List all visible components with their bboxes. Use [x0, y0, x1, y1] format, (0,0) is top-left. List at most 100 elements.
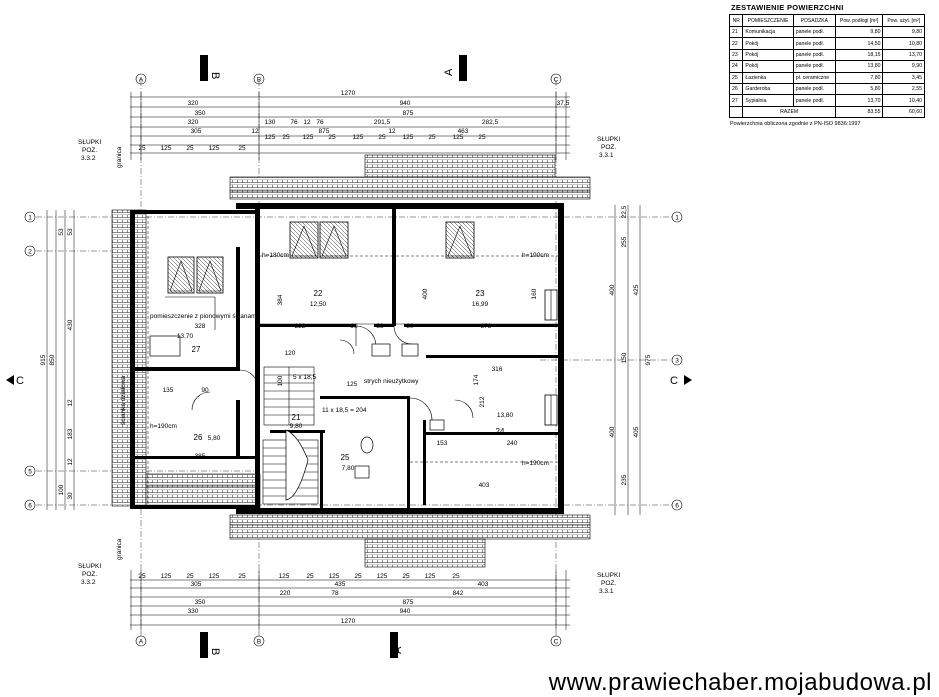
svg-text:316: 316	[492, 366, 503, 373]
kneewall-lines	[147, 216, 558, 505]
gable-window-2	[544, 394, 558, 426]
svg-text:125: 125	[403, 134, 414, 141]
svg-text:25: 25	[428, 134, 436, 141]
svg-text:pomieszczenie z pionowymi ścia: pomieszczenie z pionowymi ścianami	[150, 313, 258, 320]
svg-text:1: 1	[28, 215, 32, 222]
summary-header-row: NR POMIESZCZENIE POSADZKA Pow. podłogi […	[728, 14, 925, 27]
svg-text:POZ.: POZ.	[82, 571, 97, 578]
summary-note: Powierzchnia obliczona zgodnie z PN-ISO …	[730, 121, 861, 128]
summary-total-row: RAZEM 83,55 60,60	[728, 105, 925, 119]
skylight-3	[445, 221, 475, 259]
svg-text:27: 27	[192, 345, 201, 354]
header-room: POMIESZCZENIE	[742, 14, 794, 27]
svg-text:B: B	[257, 639, 261, 646]
svg-text:12: 12	[67, 399, 74, 407]
svg-text:3.3.2: 3.3.2	[81, 579, 96, 586]
svg-text:POZ.: POZ.	[601, 144, 616, 151]
cell-room: Łazienka	[742, 71, 794, 84]
section-marker-a-top: A	[443, 55, 467, 81]
cell-room: Garderoba	[742, 82, 794, 96]
svg-text:1: 1	[675, 215, 679, 222]
svg-text:153: 153	[437, 440, 448, 447]
svg-text:A: A	[139, 77, 144, 84]
section-markers: B A B A C C	[6, 55, 692, 658]
cell-area-floor: 13,80	[834, 60, 884, 73]
svg-text:12,50: 12,50	[310, 301, 327, 308]
svg-text:405: 405	[633, 426, 640, 437]
cell-floor: panele podł.	[792, 94, 836, 107]
table-row: 27 Sypialnia panele podł. 13,70 10,40	[728, 94, 925, 107]
header-nr: NR	[728, 14, 744, 27]
svg-text:SŁUPKI: SŁUPKI	[78, 563, 101, 570]
svg-text:25: 25	[238, 573, 246, 580]
svg-text:1270: 1270	[341, 90, 356, 97]
cell-nr: 24	[728, 60, 744, 73]
cell-area-usable: 13,70	[882, 48, 925, 62]
cell-room: Pokój	[742, 37, 794, 50]
svg-text:26: 26	[194, 433, 203, 442]
svg-text:875: 875	[319, 128, 330, 135]
axis-bubble-6-right: 6	[671, 499, 683, 511]
bottom-dimensions: 25 125 25 125 25 125 25 125 25 125 25 12…	[130, 570, 570, 630]
svg-text:125: 125	[209, 145, 220, 152]
svg-text:135: 135	[163, 387, 174, 394]
skylight-1	[289, 221, 319, 259]
cell-area-floor: 7,80	[834, 71, 884, 84]
cell-area-floor: 14,50	[834, 37, 884, 50]
svg-text:37,5: 37,5	[557, 100, 570, 107]
svg-text:940: 940	[400, 608, 411, 615]
svg-text:25: 25	[402, 573, 410, 580]
cell-nr: 25	[728, 71, 744, 84]
svg-text:150: 150	[621, 352, 628, 363]
svg-text:320: 320	[188, 100, 199, 107]
svg-text:25: 25	[186, 145, 194, 152]
section-marker-c-left: C	[6, 375, 24, 387]
svg-text:125: 125	[377, 573, 388, 580]
svg-text:POZ.: POZ.	[601, 580, 616, 587]
svg-text:A: A	[443, 68, 455, 76]
top-dimensions: 1270 940 37,5 320 350 875 320 130 76 12 …	[130, 90, 570, 160]
svg-text:125: 125	[453, 134, 464, 141]
svg-text:B: B	[209, 72, 221, 79]
svg-text:25: 25	[138, 573, 146, 580]
section-marker-a-bottom: A	[390, 632, 404, 658]
skylight-4	[167, 256, 195, 294]
svg-text:6: 6	[28, 503, 32, 510]
gable-label-top: granica	[116, 146, 123, 168]
svg-text:ścianka działowa: ścianka działowa	[120, 375, 127, 425]
roof-windows	[167, 221, 558, 426]
header-area-floor: Pow. podłogi [m²]	[834, 14, 884, 27]
svg-text:strych nieużytkowy: strych nieużytkowy	[364, 378, 419, 385]
axis-bubble-6-left: 6	[24, 499, 36, 511]
svg-text:24: 24	[496, 427, 505, 436]
svg-text:430: 430	[67, 319, 74, 330]
cell-area-usable: 10,80	[882, 37, 925, 50]
axis-bubble-a-bottom: A	[135, 635, 147, 647]
svg-text:12: 12	[251, 128, 259, 135]
total-label: RAZEM	[742, 105, 836, 119]
cell-room: Komunikacja	[742, 25, 794, 39]
svg-text:11 x 18,5 = 204: 11 x 18,5 = 204	[322, 407, 367, 414]
svg-text:330: 330	[188, 608, 199, 615]
rafter-spacing-top: 25 125 25 125 25 125 25 125 25 125 25 12…	[138, 134, 486, 152]
svg-text:255: 255	[621, 236, 628, 247]
cell-area-usable: 9,80	[882, 25, 925, 39]
svg-text:SŁUPKI: SŁUPKI	[597, 136, 620, 143]
svg-text:25: 25	[478, 134, 486, 141]
svg-text:h=190cm: h=190cm	[522, 460, 549, 467]
svg-text:400: 400	[609, 426, 616, 437]
cell-floor: panele podł.	[792, 82, 836, 96]
left-dimensions: 915 850 430 12 183 12 100 30 53 53	[40, 210, 75, 510]
svg-text:3.3.1: 3.3.1	[599, 588, 614, 595]
svg-text:183: 183	[67, 428, 74, 439]
cell-nr: 23	[728, 48, 744, 62]
axis-bubble-5-left: 5	[24, 465, 36, 477]
table-row: 21 Komunikacja panele podł. 9,80 9,80	[728, 25, 925, 39]
cell-area-floor: 5,80	[834, 82, 884, 96]
svg-text:435: 435	[335, 581, 346, 588]
cell-nr: 21	[728, 25, 744, 39]
post-label-bottom-right: SŁUPKI POZ. 3.3.1	[597, 572, 620, 595]
svg-text:125: 125	[161, 573, 172, 580]
